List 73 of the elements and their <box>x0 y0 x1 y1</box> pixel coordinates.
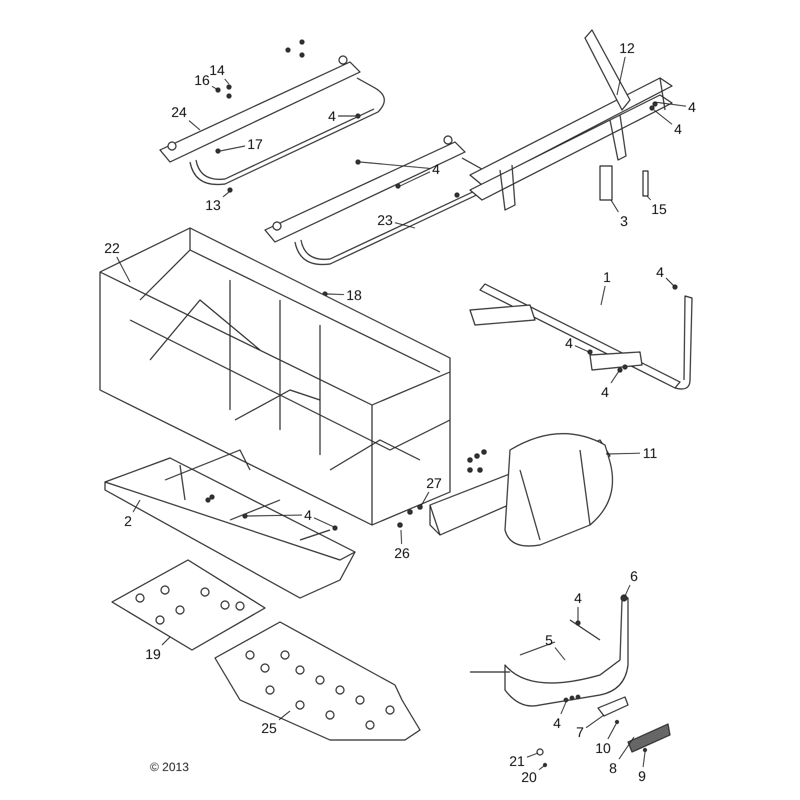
leader-line <box>666 278 674 286</box>
leader-line <box>222 192 230 198</box>
callout-number: 17 <box>246 136 264 152</box>
leader-line <box>400 530 402 544</box>
leader-line <box>600 286 606 306</box>
leader-line <box>618 736 634 760</box>
leader-line <box>162 636 170 646</box>
callout-number: 23 <box>376 212 394 228</box>
leader-line <box>132 500 140 512</box>
leader-line <box>526 752 538 758</box>
leader-line <box>212 86 218 90</box>
leader-line <box>326 294 344 296</box>
callout-number: 8 <box>608 760 618 776</box>
leader-line <box>610 370 620 384</box>
callout-number: 4 <box>303 507 313 523</box>
leader-line <box>246 514 302 516</box>
copyright-note: © 2013 <box>150 760 189 774</box>
leader-line <box>220 146 246 152</box>
callout-number: 15 <box>650 201 668 217</box>
callout-number: 4 <box>673 121 683 137</box>
leader-line <box>224 78 230 84</box>
leader-line <box>188 120 200 130</box>
leader-line <box>560 702 566 714</box>
leader-line <box>642 752 646 768</box>
leader-line <box>538 766 544 770</box>
leader-line <box>116 256 130 282</box>
callout-number: 20 <box>520 769 538 785</box>
callout-number: 27 <box>425 475 443 491</box>
callout-number: 2 <box>123 513 133 529</box>
leader-line <box>606 452 640 454</box>
callout-number: 13 <box>204 197 222 213</box>
callout-number: 4 <box>573 590 583 606</box>
callout-number: 4 <box>552 715 562 731</box>
leader-line <box>654 102 686 107</box>
callout-number: 4 <box>431 161 441 177</box>
callout-number: 22 <box>103 240 121 256</box>
callout-number: 4 <box>600 384 610 400</box>
leader-line <box>624 584 630 596</box>
leader-line <box>646 196 652 200</box>
leader-line <box>360 162 430 169</box>
callout-number: 18 <box>345 287 363 303</box>
leader-line <box>394 222 416 228</box>
callout-number: 4 <box>327 108 337 124</box>
callout-number: 3 <box>619 213 629 229</box>
callout-number: 4 <box>655 264 665 280</box>
leader-line <box>610 200 619 212</box>
callout-number: 4 <box>687 99 697 115</box>
leader-line <box>586 714 604 728</box>
leader-line <box>400 171 430 186</box>
callout-number: 1 <box>602 269 612 285</box>
callout-number: 16 <box>193 72 211 88</box>
callout-number: 5 <box>544 632 554 648</box>
callout-number: 7 <box>575 724 585 740</box>
callout-number: 19 <box>144 646 162 662</box>
callout-number: 25 <box>260 720 278 736</box>
callout-number: 11 <box>641 445 659 461</box>
leader-line <box>314 517 334 528</box>
callout-number: 14 <box>208 62 226 78</box>
callout-number: 26 <box>393 545 411 561</box>
leader-line <box>278 710 290 720</box>
callout-number: 6 <box>629 568 639 584</box>
leader-line <box>607 724 616 740</box>
leader-line <box>654 110 672 125</box>
leader-line <box>554 647 566 660</box>
leader-line <box>420 492 430 506</box>
callout-number: 12 <box>618 40 636 56</box>
leader-line <box>574 345 590 352</box>
callout-number: 10 <box>594 740 612 756</box>
leader-line <box>616 56 626 96</box>
callout-number: 24 <box>170 104 188 120</box>
callout-number: 21 <box>508 753 526 769</box>
callout-number: 9 <box>637 768 647 784</box>
callout-number: 4 <box>564 335 574 351</box>
